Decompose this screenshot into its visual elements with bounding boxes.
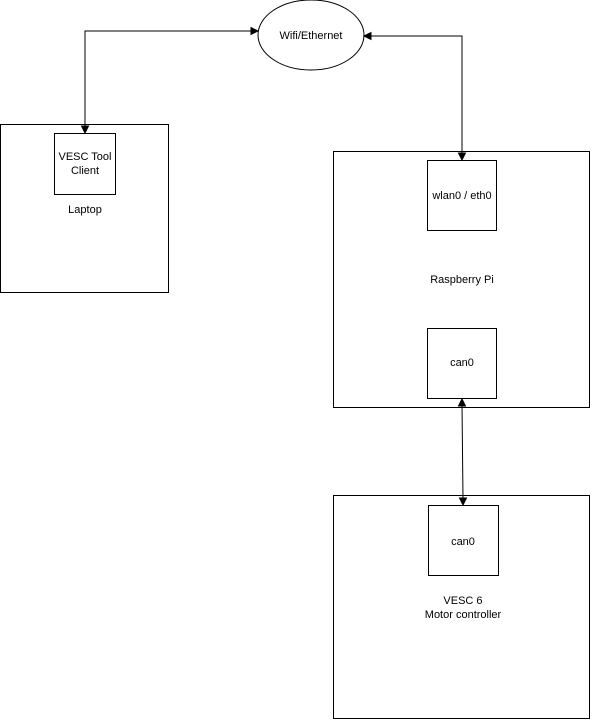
laptop-label: Laptop [68, 204, 102, 216]
raspberry-pi-label: Raspberry Pi [430, 274, 494, 286]
connector-client-to-wifi [84, 30, 252, 127]
wlan0-eth0-box [427, 160, 497, 231]
vesc-tool-client-box [54, 133, 116, 195]
arrowhead-at-vesc-can [458, 497, 468, 507]
arrowhead-at-wlan [457, 152, 467, 162]
wlan0-eth0-label: wlan0 / eth0 [431, 190, 491, 202]
arrowhead-at-client [80, 125, 90, 135]
vesc6-label-line2: Motor controller [425, 609, 502, 621]
wifi-ethernet-label: Wifi/Ethernet [280, 30, 343, 42]
rpi-can0-label: can0 [450, 357, 474, 369]
vesc-tool-client-label-line1: VESC Tool [59, 151, 112, 163]
connector-wifi-to-wlan [370, 35, 463, 154]
arrowhead-at-wifi-left [250, 26, 260, 36]
vesc-tool-client-label-line2: Client [71, 165, 99, 177]
rpi-can0-box [427, 328, 497, 399]
arrowhead-at-rpi-can [457, 397, 467, 407]
wifi-ethernet-node [257, 0, 365, 71]
arrowhead-at-wifi-right [362, 31, 372, 41]
connector-can-bus [461, 404, 464, 500]
vesc6-label-line1: VESC 6 [443, 595, 482, 607]
vesc-can0-box [428, 505, 499, 576]
vesc-can0-label: can0 [451, 536, 475, 548]
